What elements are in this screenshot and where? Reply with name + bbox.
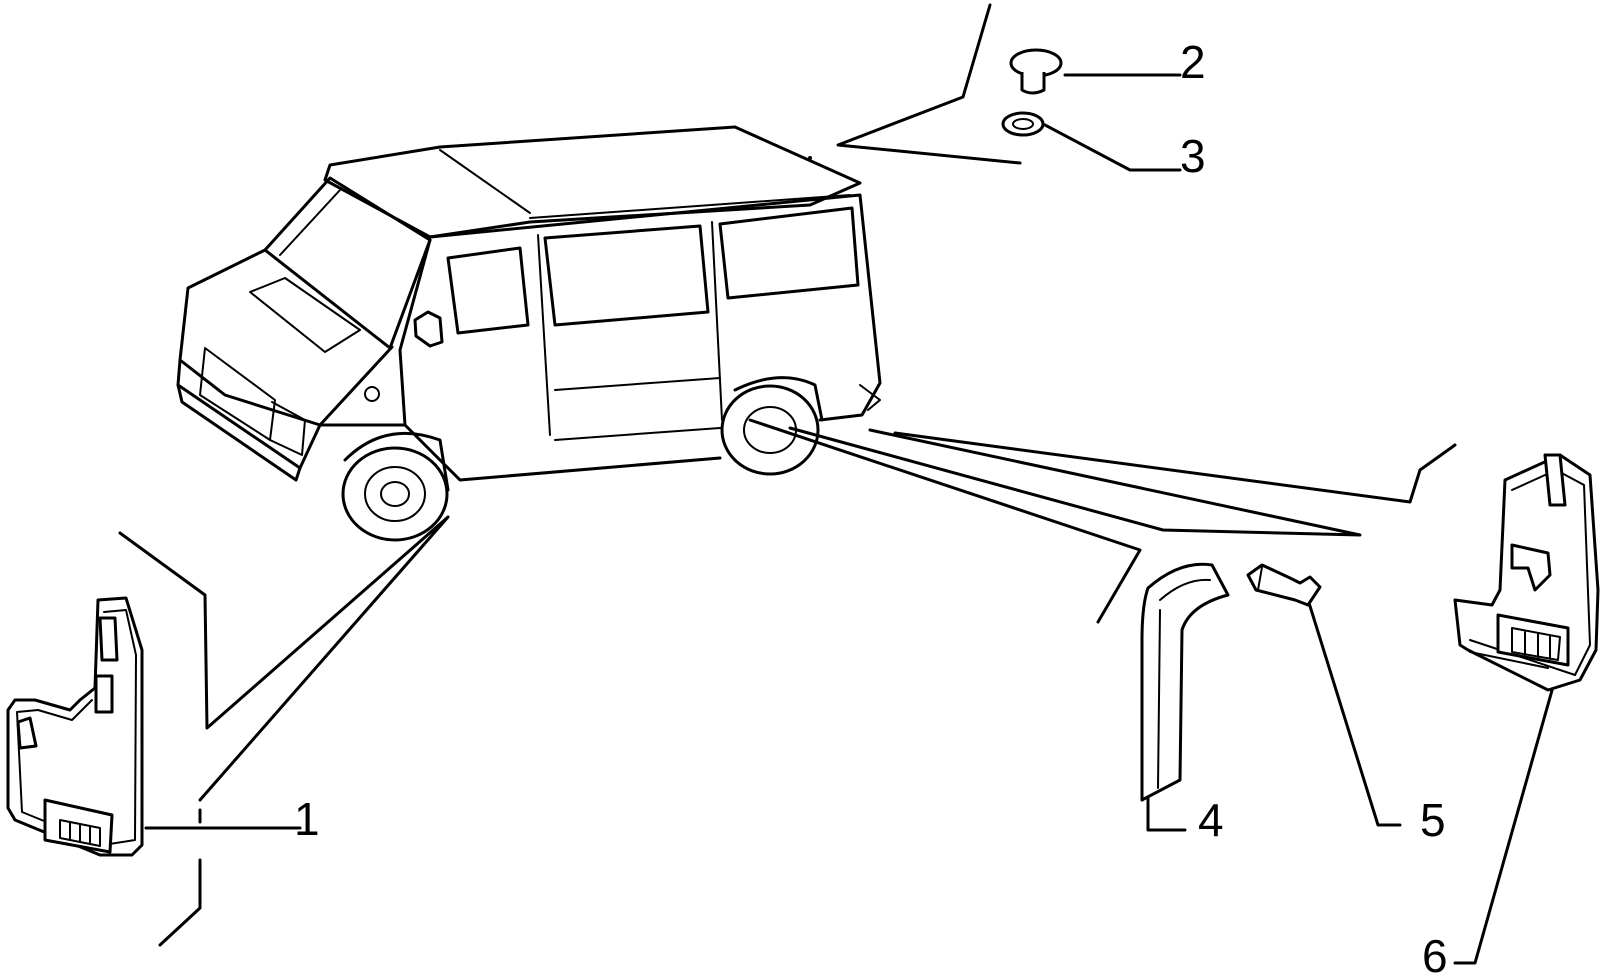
part-2-cap — [1009, 48, 1063, 95]
part-4-arch-trim — [1140, 562, 1230, 802]
leader-lines — [118, 3, 1562, 965]
part-5-clip — [1246, 563, 1322, 607]
part-3-washer — [1001, 111, 1045, 137]
callout-6: 6 — [1422, 930, 1448, 976]
callout-2: 2 — [1180, 36, 1206, 88]
van-illustration — [176, 125, 882, 542]
part-6-rear-mudflap — [1453, 453, 1600, 692]
callout-numbers: 1 2 3 4 5 6 — [294, 36, 1448, 976]
callout-1: 1 — [294, 793, 320, 845]
callout-5: 5 — [1420, 794, 1446, 846]
callout-3: 3 — [1180, 130, 1206, 182]
callout-4: 4 — [1198, 794, 1224, 846]
part-1-front-mudflap — [6, 596, 144, 857]
